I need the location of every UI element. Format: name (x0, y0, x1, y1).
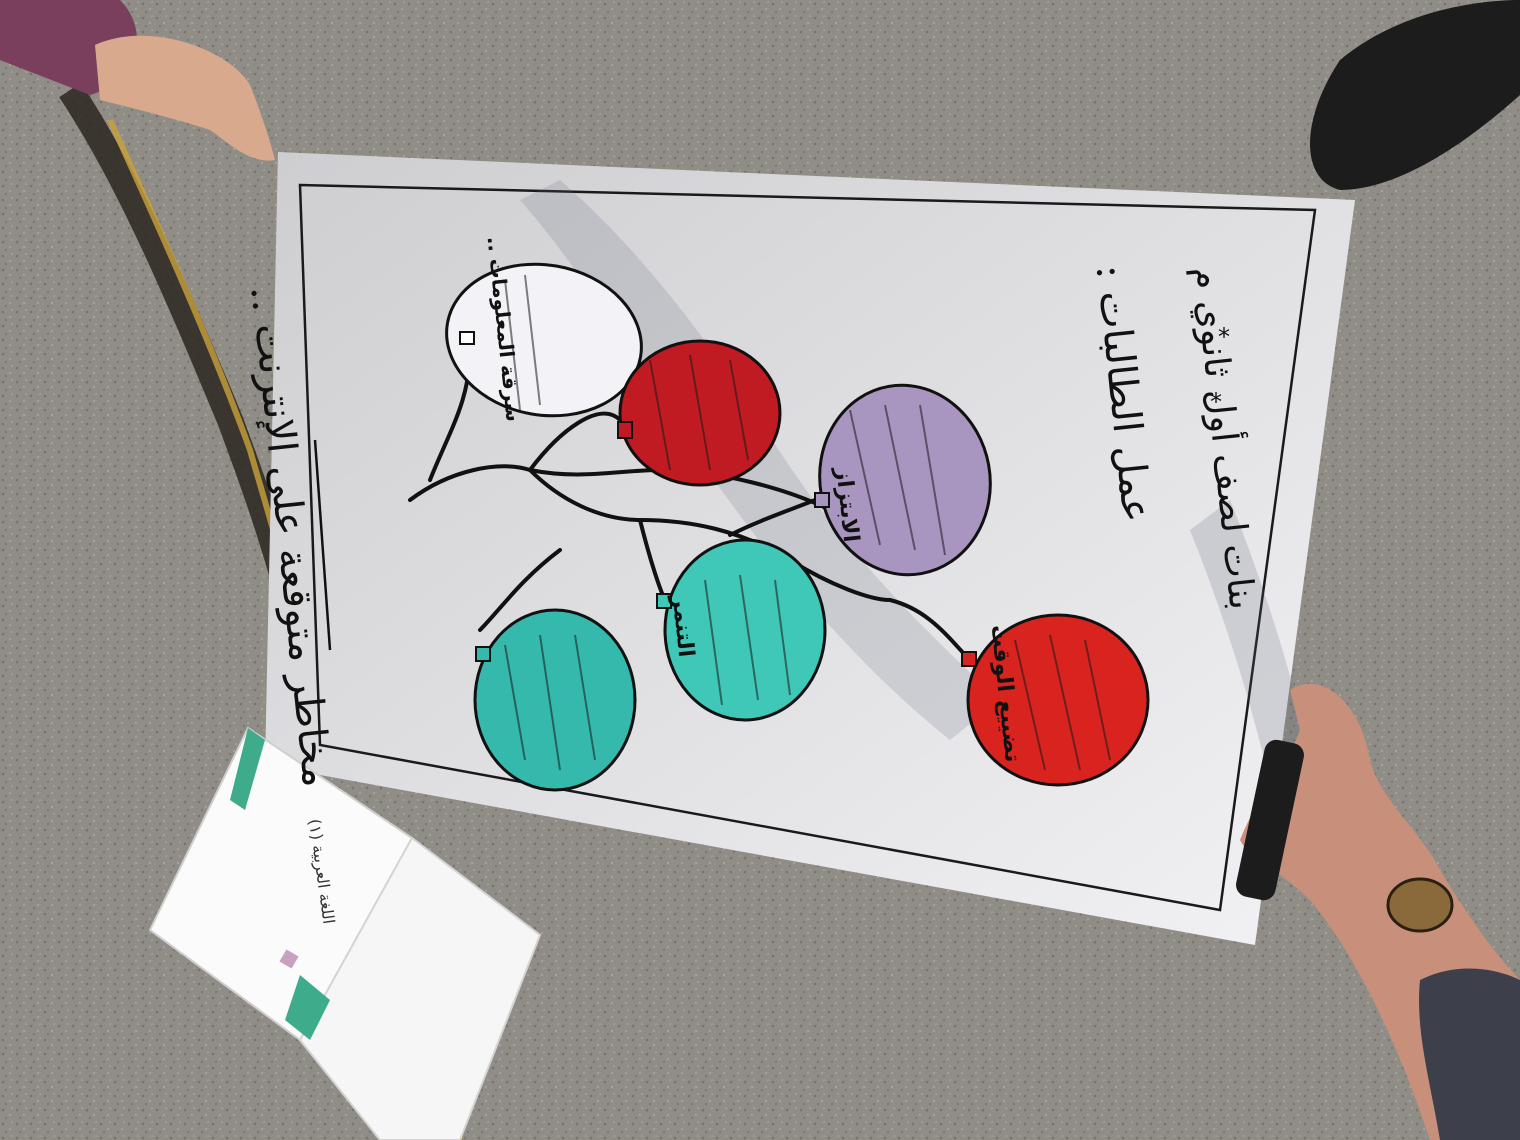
hand-top-left (95, 35, 275, 161)
handwriting-lines (504, 274, 1111, 771)
balloon-blackmail (814, 383, 992, 577)
star-decoration-2: * (1210, 388, 1222, 416)
shoe-top-right (1310, 0, 1520, 190)
marker-pen (1236, 739, 1304, 901)
title-underline (313, 439, 332, 651)
balloon-time-wasting (961, 613, 1150, 787)
balloon-teal-left (473, 608, 637, 792)
balloon-info-theft (445, 262, 643, 418)
poster-border (298, 183, 1317, 912)
balloon-red-top (617, 339, 782, 487)
textbook (148, 726, 542, 1140)
wristwatch (1386, 877, 1454, 933)
sleeve-right (1419, 968, 1520, 1140)
star-decoration: * (1218, 323, 1230, 351)
